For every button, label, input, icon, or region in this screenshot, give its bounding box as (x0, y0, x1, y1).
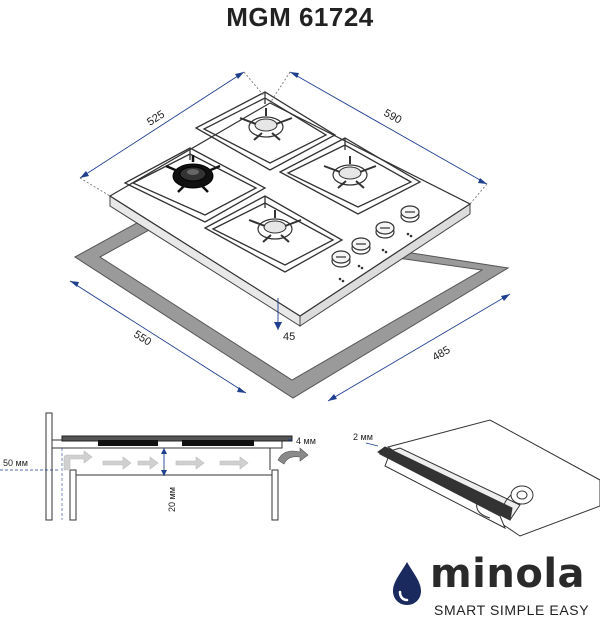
knob-3 (375, 221, 395, 239)
pan-support-grids (123, 91, 422, 273)
brand-tagline: SMART SIMPLE EASY (434, 602, 590, 618)
gap-top-label: 4 мм (296, 436, 316, 446)
dimension-arrowheads (70, 72, 510, 401)
knob-1 (331, 250, 351, 268)
knob-2 (351, 237, 371, 255)
brand-drop-icon (393, 562, 421, 605)
gap-side-label: 50 мм (3, 458, 28, 468)
seal-detail-view (365, 419, 600, 537)
burner-front (248, 210, 302, 243)
dim-hob-width: 590 (382, 107, 404, 126)
side-section-view (0, 412, 309, 521)
model-title: MGM 61724 (226, 2, 374, 32)
control-knobs (331, 205, 420, 283)
dim-front-offset: 45 (283, 331, 295, 343)
dim-hob-depth: 525 (145, 108, 167, 128)
dimension-lines (69, 71, 511, 402)
knob-4 (400, 205, 420, 223)
gap-below-label: 20 мм (167, 487, 177, 512)
burner-triple-crown (165, 155, 221, 193)
burner-back-left (239, 108, 293, 141)
seal-thickness-label: 2 мм (353, 432, 373, 442)
brand-name: minola (430, 551, 586, 597)
hob-body (108, 102, 472, 327)
burners (165, 108, 377, 243)
dim-cutout-depth: 485 (431, 344, 453, 364)
burner-right (323, 156, 377, 189)
